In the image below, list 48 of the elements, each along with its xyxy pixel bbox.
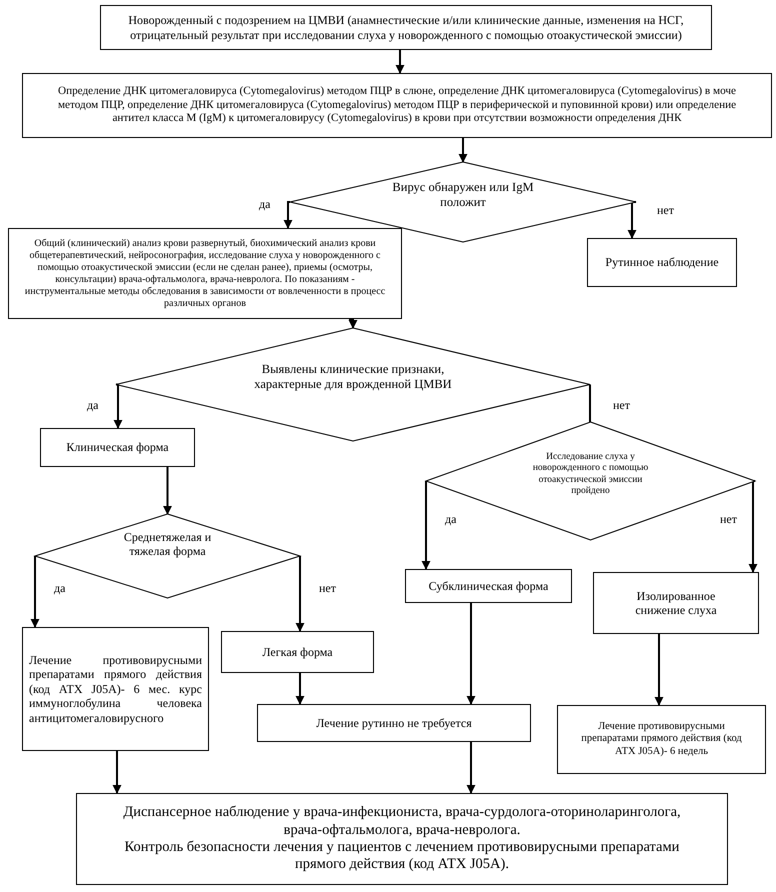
node-text: Определение ДНК цитомегаловируса (Cytomegalovirus) методом ПЦР в слюне, определение ДНК цитомегаловируса (Cytomegalovirus) в моче методом ПЦР, определение ДНК цитомегаловируса (Cytomegalovirus) методом ПЦР в периферической и пуповинной крови) или определение антител класса M (IgM) к цитомегаловирусу (Cytomegalovirus) в крови при отсутствии возможности определения ДНК <box>56 85 738 126</box>
arrow <box>654 634 664 706</box>
node-text: Рутинное наблюдение <box>604 255 720 270</box>
node-text: Клиническая форма <box>65 440 170 455</box>
arrow <box>114 384 122 429</box>
process-box <box>40 428 195 467</box>
arrow <box>30 555 40 628</box>
node-text: Исследование слуха у новорожденного с помощью отоакустической эмиссии пройдено <box>532 452 650 498</box>
node-text: Лечение рутинно не требуется <box>315 716 473 730</box>
decision-diamond <box>426 422 755 540</box>
node-text: Контроль безопасности лечения у пациентов с лечением противовирусными препаратами прямого действия (код АТХ J05A). <box>124 839 680 874</box>
node-text: Изолированное снижение слуха <box>634 588 718 618</box>
node-text: Новорожденный с подозрением на ЦМВИ (анамнестические и/или клинические данные, изменения на НСГ, отрицательный результат при исследовании слуха у новорожденного с помощью отоакустической эмиссии) <box>127 13 685 42</box>
process-box <box>22 73 772 138</box>
node-text: Лечение противовирусными препаратами прямого действия (код АТХ J05A)- 6 мес. курс иммуноглобулина человека антицитомегаловирусного <box>29 653 202 725</box>
decision-diamond <box>35 514 300 598</box>
process-box <box>100 5 712 50</box>
node-text: Среднетяжелая и тяжелая форма <box>122 530 212 559</box>
process-box <box>405 569 572 603</box>
arrow <box>458 138 468 163</box>
arrow <box>163 467 172 515</box>
node-text: Диспансерное наблюдение у врача-инфекциониста, врача-сурдолога-оториноларинголога, врача-офтальмолога, врача-невролога. <box>122 804 682 839</box>
arrow <box>296 673 304 705</box>
arrow <box>466 603 476 705</box>
node-text: Легкая форма <box>261 644 334 660</box>
arrow <box>748 480 758 573</box>
arrow <box>284 201 292 229</box>
decision-diamond <box>116 328 590 441</box>
arrow <box>422 480 430 570</box>
node-text: Субклиническая форма <box>428 578 550 594</box>
arrow <box>396 50 404 74</box>
process-box <box>8 228 402 319</box>
process-box <box>557 705 766 774</box>
node-text: Выявлены клинические признаки, характерные для врожденной ЦМВИ <box>253 362 453 392</box>
arrow <box>296 555 304 632</box>
process-box <box>221 631 374 673</box>
node-text: Вирус обнаружен или IgM положит <box>391 180 535 210</box>
process-box <box>22 627 209 751</box>
process-box <box>593 572 759 634</box>
arrow <box>112 751 122 794</box>
node-text: Общий (клинический) анализ крови развернутый, биохимический анализ крови общетерапевтический, нейросонография, исследование слуха у новорожденного с помощью отоакустической эмиссии (если не сделан ранее), приемы (осмотры, консультации) врача-офтальмолога, врача-невролога. По показаниям - инструментальные методы обследования в зависимости от вовлеченности в процесс различных органов <box>24 238 386 310</box>
process-box <box>587 238 737 287</box>
process-box <box>257 704 531 742</box>
process-box <box>76 793 728 885</box>
arrow <box>348 318 358 329</box>
arrow <box>466 742 476 794</box>
arrow <box>628 201 636 239</box>
node-text: Лечение противовирусными препаратами прямого действия (код АТХ J05A)- 6 недель <box>580 720 743 758</box>
